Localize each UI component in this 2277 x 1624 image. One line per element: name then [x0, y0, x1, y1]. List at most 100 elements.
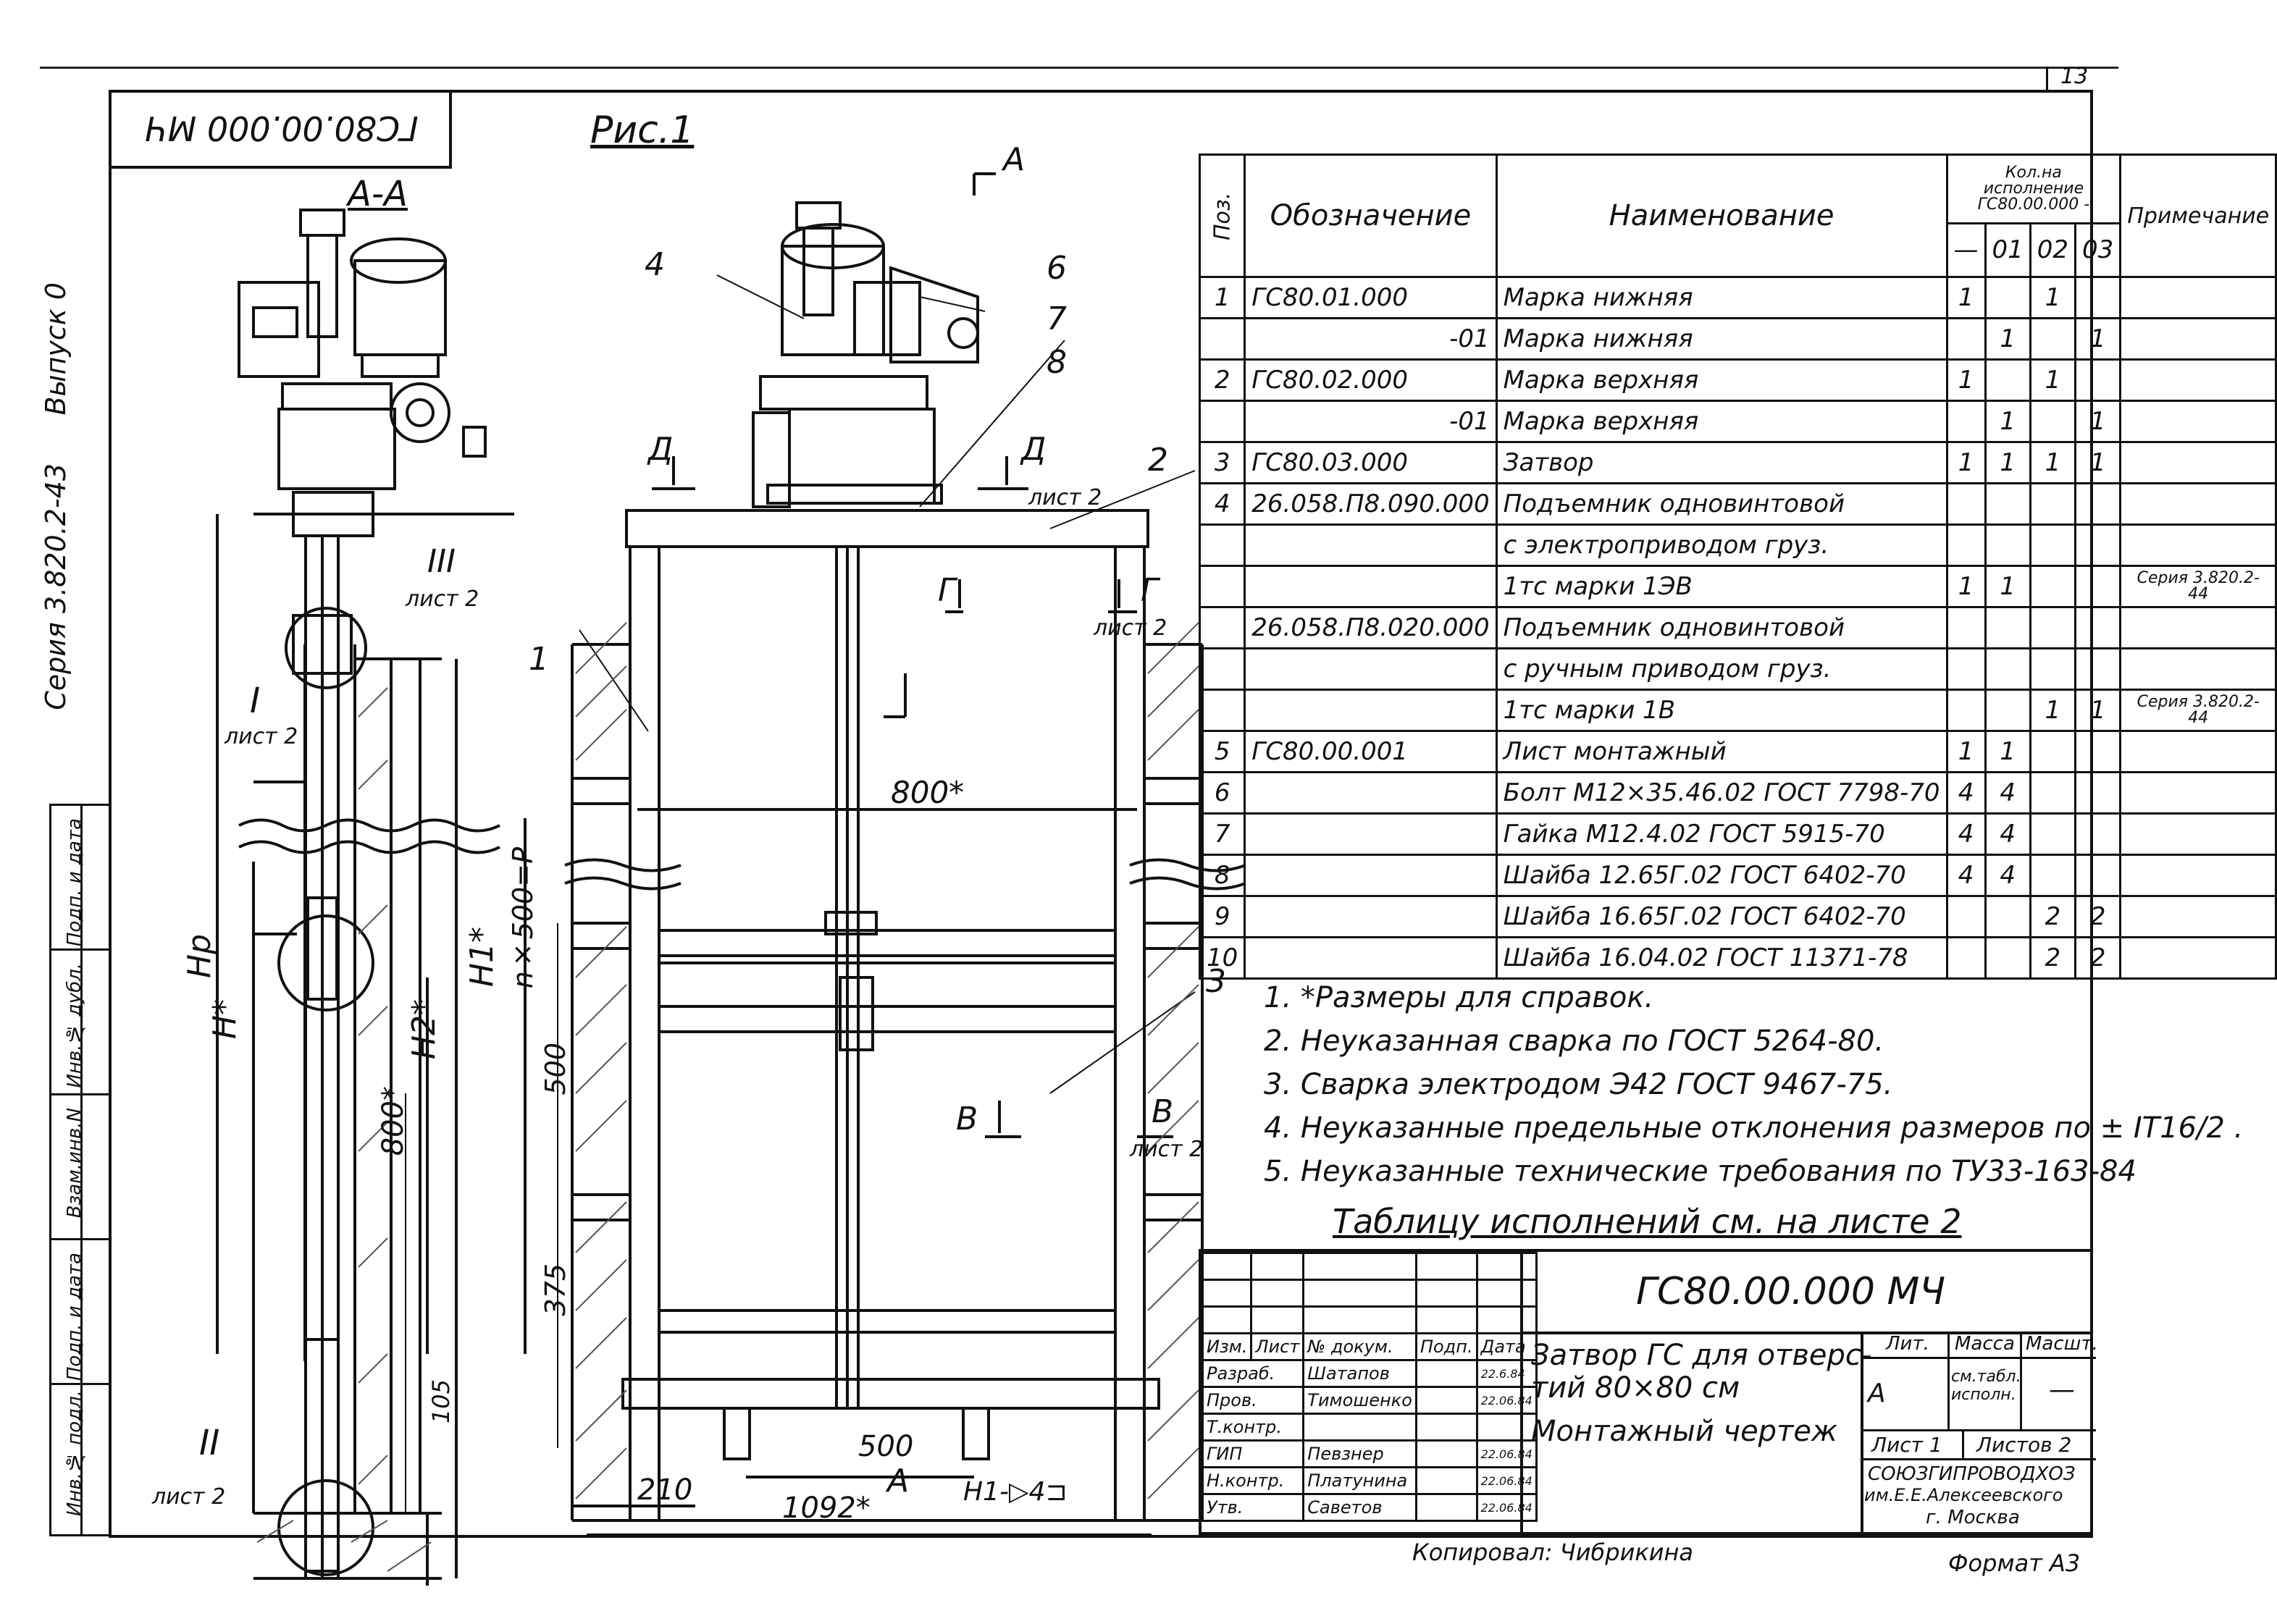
spec-cell-name: Марка нижняя: [1495, 276, 1948, 319]
mass-value: см.табл. исполн.: [1951, 1368, 2021, 1404]
spec-cell-pos: [1198, 689, 1246, 732]
side-stamp-column: [49, 804, 109, 1536]
spec-cell-qty: [2074, 358, 2122, 402]
spec-cell-pos: [1198, 317, 1246, 361]
spec-cell-qty: [2029, 482, 2077, 526]
spec-cell-qty: 1: [1945, 276, 1987, 319]
top-border-line: [40, 67, 2118, 69]
spec-cell-qty: 1: [1984, 565, 2031, 608]
mass-header: Масса: [1955, 1333, 2015, 1355]
org-line-1: СОЮЗГИПРОВОДХОЗ: [1868, 1463, 2076, 1485]
corner-designation: ГС80.00.000 МЧ: [145, 109, 419, 148]
spec-cell-qty: 1: [1945, 565, 1987, 608]
note-item: 4. Неуказанные предельные отклонения раз…: [1264, 1111, 2244, 1145]
spec-cell-pos: 9: [1198, 895, 1246, 938]
spec-cell-qty: 4: [1945, 812, 1987, 856]
spec-cell-designation: ГС80.03.000: [1244, 441, 1498, 484]
rev-header: № докум.: [1302, 1332, 1417, 1361]
rev-header: Дата: [1475, 1332, 1538, 1361]
callout-6: 6: [1047, 250, 1067, 287]
title-line-2: тий 80×80 см: [1531, 1371, 1740, 1405]
spec-cell-qty: [1984, 276, 2031, 319]
spec-row: с ручным приводом груз.: [1198, 647, 2277, 691]
spec-cell-designation: 26.058.П8.020.000: [1244, 606, 1498, 649]
revision-grid: Изм. Лист № докум. Подп. Дата Разраб.Шат…: [1201, 1252, 1538, 1522]
spec-cell-qty: [2074, 276, 2122, 319]
spec-cell-qty: 1: [2074, 400, 2122, 443]
spec-cell-qty: [2029, 400, 2077, 443]
note-item: 2. Неуказанная сварка по ГОСТ 5264-80.: [1264, 1025, 1884, 1058]
spec-cell-qty: [2029, 730, 2077, 773]
spec-cell-note: [2119, 854, 2277, 897]
signature-role: Разраб.: [1201, 1359, 1305, 1388]
roman-iii: III: [427, 543, 456, 580]
spec-cell-name: 1тс марки 1ЭВ: [1495, 565, 1948, 608]
qty-col-header: —: [1945, 222, 1987, 279]
weld-symbol: H1-▷4⊐: [963, 1477, 1068, 1507]
spec-cell-pos: 4: [1198, 482, 1246, 526]
spec-cell-pos: 10: [1198, 936, 1246, 980]
side-cell-label: Инв.№ дубл.: [64, 963, 85, 1088]
roman-ii: II: [199, 1423, 220, 1463]
spec-cell-qty: [2074, 771, 2122, 815]
format-label: Формат А3: [1948, 1549, 2081, 1577]
spec-cell-qty: [2029, 606, 2077, 649]
callout-4: 4: [645, 246, 665, 283]
dim-210: 210: [637, 1473, 693, 1507]
spec-cell-qty: 1: [1984, 730, 2031, 773]
spec-cell-qty: 1: [2074, 441, 2122, 484]
title-line-1: Затвор ГС для отверс-: [1531, 1339, 1872, 1372]
title-block: Изм. Лист № докум. Подп. Дата Разраб.Шат…: [1199, 1249, 2098, 1538]
spec-cell-designation: [1244, 771, 1498, 815]
header-qty-group: Кол.на исполнение ГС80.00.000 -: [1945, 153, 2122, 224]
spec-cell-name: Марка верхняя: [1495, 358, 1948, 402]
spec-cell-pos: 5: [1198, 730, 1246, 773]
spec-cell-qty: 2: [2074, 895, 2122, 938]
spec-cell-name: Болт М12×35.46.02 ГОСТ 7798-70: [1495, 771, 1948, 815]
signature-role: Утв.: [1201, 1493, 1305, 1522]
spec-cell-designation: ГС80.00.001: [1244, 730, 1498, 773]
qty-col-header: 01: [1984, 222, 2031, 279]
spec-cell-qty: 1: [2029, 276, 2077, 319]
spec-cell-pos: 3: [1198, 441, 1246, 484]
roman-i: I: [250, 681, 261, 721]
spec-row: с электроприводом груз.: [1198, 523, 2277, 567]
spec-cell-qty: 1: [2029, 689, 2077, 732]
list2-label: лист 2: [406, 586, 479, 612]
qty-col-header: 03: [2074, 222, 2122, 279]
signature-name: Певзнер: [1302, 1439, 1417, 1468]
lit-value: А: [1868, 1379, 1886, 1408]
signature-mark: [1414, 1359, 1478, 1388]
side-cell-label: Инв.№ подл.: [64, 1390, 85, 1517]
spec-cell-qty: [1984, 647, 2031, 691]
spec-cell-qty: 1: [2029, 358, 2077, 402]
dim-375: 375: [540, 1263, 571, 1316]
spec-cell-qty: [1984, 482, 2031, 526]
note-item: 3. Сварка электродом Э42 ГОСТ 9467-75.: [1264, 1068, 1893, 1101]
spec-cell-name: Гайка М12.4.02 ГОСТ 5915-70: [1495, 812, 1948, 856]
figure-label: Рис.1: [590, 109, 695, 152]
page-number: 13: [2060, 64, 2089, 89]
qty-col-header: 02: [2029, 222, 2077, 279]
spec-cell-designation: [1244, 854, 1498, 897]
callout-1: 1: [529, 641, 549, 678]
spec-cell-name: с электроприводом груз.: [1495, 523, 1948, 567]
dim-n500: n×500=P: [507, 847, 539, 989]
spec-cell-qty: [2029, 771, 2077, 815]
specification-table: Поз. Обозначение Наименование Кол.на исп…: [1198, 153, 2277, 980]
signature-name: Шатапов: [1302, 1359, 1417, 1388]
signature-row: Т.контр.: [1201, 1413, 1538, 1442]
spec-cell-pos: 6: [1198, 771, 1246, 815]
spec-cell-qty: 2: [2029, 895, 2077, 938]
side-cell: [51, 806, 109, 951]
org-line-3: г. Москва: [1926, 1507, 2020, 1528]
copied-by: Копировал: Чибрикина: [1412, 1539, 1694, 1566]
spec-cell-note: [2119, 730, 2277, 773]
signature-role: Т.контр.: [1201, 1413, 1305, 1442]
